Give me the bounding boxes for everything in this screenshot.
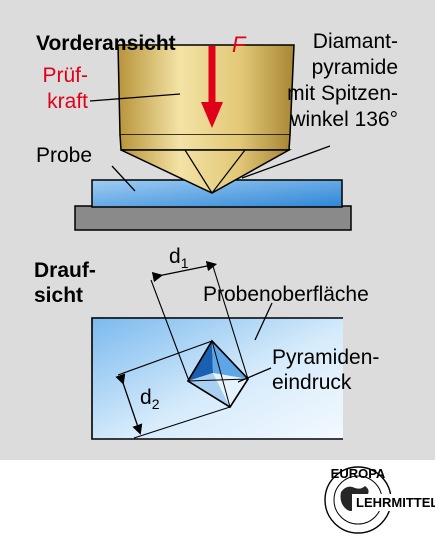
- d2-extension-bottom: [133, 406, 231, 439]
- logo-top-text: EUROPA: [331, 466, 386, 481]
- pyramid-edge: [184, 149, 213, 194]
- d1-extension-right: [211, 262, 249, 380]
- d2-dimension-line: [115, 373, 143, 435]
- diamond-pyramid: [120, 149, 292, 194]
- anvil-base: [74, 205, 352, 231]
- d2-label: d2: [140, 386, 160, 412]
- d1-extension-left: [150, 279, 190, 382]
- indenter-label-4: winkel 136°: [289, 108, 398, 131]
- pyramid-edge: [211, 149, 246, 194]
- leader-impression: [237, 367, 272, 383]
- indenter-body: [117, 44, 295, 136]
- impression-label-2: eindruck: [272, 371, 352, 394]
- indenter-collar: [119, 134, 291, 151]
- top-view-title-1: Drauf-: [34, 259, 96, 282]
- surface-label: Probenoberfläche: [203, 283, 369, 306]
- impression-label-1: Pyramiden-: [272, 346, 379, 369]
- test-force-label-1: Prüf-: [42, 64, 88, 87]
- leader-specimen: [111, 165, 136, 192]
- indenter-label-2: pyramide: [312, 56, 398, 79]
- indenter-label-3: mit Spitzen-: [287, 82, 398, 105]
- specimen-label: Probe: [36, 144, 92, 167]
- leader-surface: [254, 302, 273, 341]
- front-view-title: Vorderansicht: [36, 32, 176, 55]
- europa-lehrmittel-logo: EUROPA LEHRMITTEL: [324, 466, 435, 534]
- test-force-label-2: kraft: [47, 90, 88, 113]
- impression-facet-light: [188, 373, 230, 407]
- force-arrow-head: [201, 102, 223, 128]
- force-symbol: F: [232, 32, 247, 57]
- d2-extension-top: [117, 340, 213, 376]
- surface-outline: [91, 317, 343, 440]
- logo-bottom-text: LEHRMITTEL: [356, 495, 435, 510]
- leader-indenter: [241, 145, 331, 179]
- indenter-label-1: Diamant-: [313, 30, 398, 53]
- d1-label: d1: [169, 245, 189, 271]
- top-view-title-2: sicht: [34, 284, 83, 307]
- d1-dimension-line: [151, 260, 218, 283]
- leader-test-force: [89, 93, 181, 102]
